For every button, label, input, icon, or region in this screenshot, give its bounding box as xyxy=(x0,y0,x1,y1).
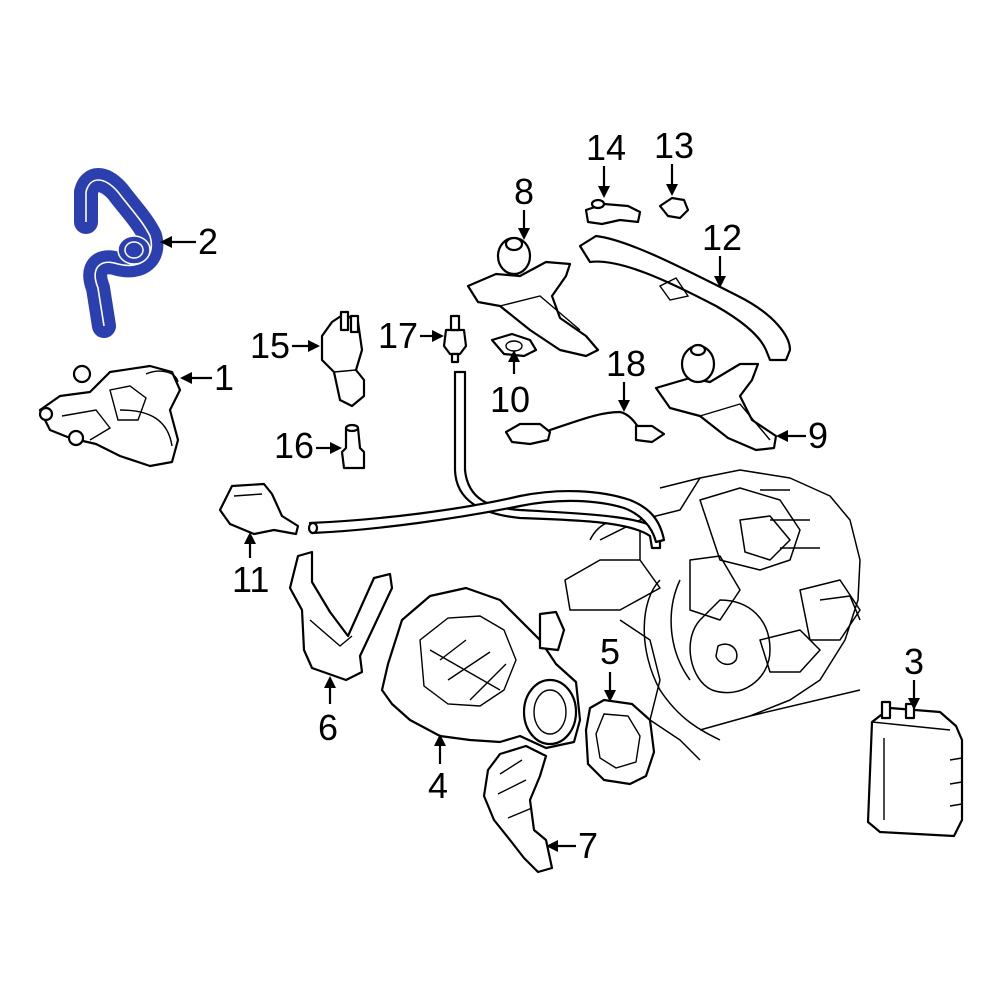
part-5-pulley[interactable] xyxy=(584,698,656,786)
callout-17: 17 xyxy=(378,315,444,356)
callout-11-label: 11 xyxy=(232,559,269,600)
part-3-canister[interactable] xyxy=(866,700,964,838)
vacuum-hoses xyxy=(307,370,666,550)
callouts: 1 2 3 4 5 6 7 xyxy=(160,125,924,866)
callout-12-label: 12 xyxy=(702,217,742,258)
callout-8-label: 8 xyxy=(514,171,534,212)
callout-6-label: 6 xyxy=(318,707,338,748)
callout-9-label: 9 xyxy=(808,415,828,456)
callout-3-label: 3 xyxy=(904,641,924,682)
callout-15: 15 xyxy=(250,325,320,366)
part-7-shield[interactable] xyxy=(482,744,554,874)
callout-13-label: 13 xyxy=(654,125,694,166)
part-18-oxygen-sensor[interactable] xyxy=(504,410,666,446)
part-15-solenoid[interactable] xyxy=(320,310,366,408)
engine-assembly xyxy=(564,469,861,761)
callout-12: 12 xyxy=(702,217,742,288)
callout-11: 11 xyxy=(232,532,269,600)
callout-1-label: 1 xyxy=(214,357,234,398)
part-8-bypass-valve[interactable] xyxy=(466,236,600,358)
part-13-valve[interactable] xyxy=(658,196,690,220)
callout-15-label: 15 xyxy=(250,325,290,366)
callout-4: 4 xyxy=(428,734,448,806)
part-11-bracket[interactable] xyxy=(218,482,300,536)
callout-2-label: 2 xyxy=(198,221,218,262)
callout-5: 5 xyxy=(600,631,620,702)
callout-16: 16 xyxy=(274,425,342,466)
callout-2: 2 xyxy=(160,221,218,262)
callout-10: 10 xyxy=(490,350,530,420)
part-17-check-valve[interactable] xyxy=(442,314,468,364)
callout-7: 7 xyxy=(546,825,598,866)
callout-14-label: 14 xyxy=(586,127,626,168)
callout-18-label: 18 xyxy=(606,343,646,384)
callout-3: 3 xyxy=(904,641,924,710)
part-16-cap[interactable] xyxy=(340,423,366,470)
callout-13: 13 xyxy=(654,125,694,196)
callout-10-label: 10 xyxy=(490,379,530,420)
callout-17-label: 17 xyxy=(378,315,418,356)
part-1-air-valve[interactable] xyxy=(38,364,182,468)
part-4-air-pump[interactable] xyxy=(380,586,582,750)
part-14-connector[interactable] xyxy=(584,198,642,226)
callout-18: 18 xyxy=(606,343,646,412)
callout-4-label: 4 xyxy=(428,765,448,806)
callout-6: 6 xyxy=(318,676,338,748)
part-9-bypass-valve[interactable] xyxy=(654,343,778,452)
callout-14: 14 xyxy=(586,127,626,198)
callout-7-label: 7 xyxy=(578,825,598,866)
part-6-bracket[interactable] xyxy=(288,550,394,682)
part-2-air-hose[interactable] xyxy=(74,168,164,338)
callout-5-label: 5 xyxy=(600,631,620,672)
callout-1: 1 xyxy=(180,357,234,398)
callout-16-label: 16 xyxy=(274,425,314,466)
callout-9: 9 xyxy=(776,415,828,456)
callout-8: 8 xyxy=(514,171,534,240)
part-12-tube[interactable] xyxy=(578,234,792,362)
